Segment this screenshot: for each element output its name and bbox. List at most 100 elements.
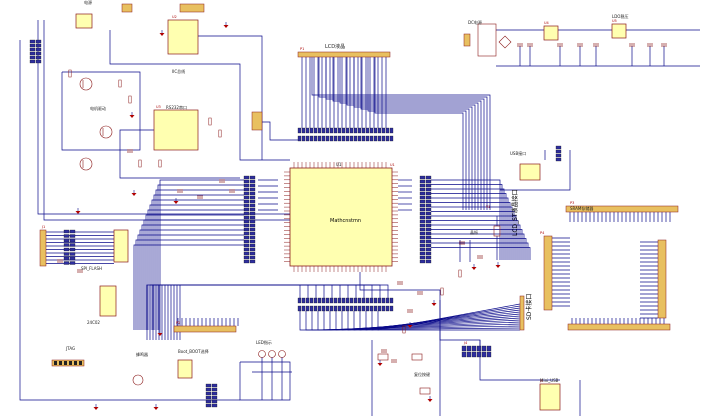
- sd-interface-label: SD卡接口: [525, 294, 533, 320]
- right-bus-route: [431, 206, 513, 260]
- ground-mark: [75, 211, 81, 214]
- pin: [301, 135, 306, 142]
- pin: [349, 127, 354, 134]
- pin: [333, 127, 338, 134]
- pin: [476, 345, 482, 352]
- pin: [389, 135, 394, 142]
- pin: [461, 351, 467, 358]
- pin: [29, 47, 36, 52]
- bottom-switch-b: [211, 383, 218, 408]
- bridge-rectifier: [498, 35, 512, 49]
- pin: [249, 187, 256, 192]
- push-button: [419, 387, 431, 395]
- left-bus-route: [159, 179, 244, 330]
- pin: [243, 199, 250, 204]
- ref-j5: J5: [539, 379, 543, 383]
- pin: [333, 135, 338, 142]
- eeprom-label: 24C02: [87, 320, 100, 325]
- right-bus-route: [431, 197, 509, 260]
- pin: [419, 203, 426, 208]
- pin: [69, 238, 76, 243]
- pin: [425, 191, 432, 196]
- mcu-name: Mathcnstmn: [330, 218, 361, 224]
- pin: [205, 387, 212, 392]
- pin: [325, 297, 330, 304]
- pin: [243, 207, 250, 212]
- pin: [243, 251, 250, 256]
- sd-route: [311, 311, 521, 331]
- right-bus-route: [431, 202, 511, 260]
- bottom-switch-a: [205, 383, 212, 408]
- pin: [305, 135, 310, 142]
- pin: [419, 219, 426, 224]
- right-bus-route: [431, 247, 531, 260]
- capacitor: [77, 269, 83, 273]
- pin: [249, 231, 256, 236]
- sd-route: [353, 311, 521, 331]
- pin: [365, 297, 370, 304]
- pin: [385, 297, 390, 304]
- resistor: [128, 95, 132, 104]
- pin: [317, 135, 322, 142]
- lcd-route: [367, 57, 467, 210]
- pin: [249, 215, 256, 220]
- iic-chip: [167, 19, 199, 55]
- ldo-label: LDO稳压: [612, 13, 628, 19]
- pin: [466, 351, 472, 358]
- resistor: [158, 159, 162, 168]
- eeprom-chip: [99, 285, 117, 317]
- boot-switch: [177, 359, 193, 379]
- pin: [419, 251, 426, 256]
- pin: [309, 135, 314, 142]
- ground-mark: [407, 325, 413, 328]
- capacitor: [229, 189, 235, 193]
- sd-route: [365, 307, 521, 331]
- ground-symbol: [129, 112, 135, 118]
- pin: [205, 391, 212, 396]
- pin: [425, 211, 432, 216]
- pin: [313, 297, 318, 304]
- pin: [243, 187, 250, 192]
- pin: [249, 259, 256, 264]
- spi-flash-chip: [113, 229, 129, 263]
- bottom-mid-header-b: [461, 351, 492, 358]
- ground-symbol: [159, 30, 165, 36]
- bottom-bus-header-b: [297, 305, 394, 312]
- pin: [249, 223, 256, 228]
- pin: [419, 223, 426, 228]
- ground-mark: [427, 399, 433, 402]
- pin: [419, 235, 426, 240]
- pin: [243, 247, 250, 252]
- left-top-header-b: [35, 39, 42, 64]
- pin: [249, 235, 256, 240]
- right-bus-route: [431, 215, 517, 260]
- resistor: [138, 159, 142, 168]
- pin: [361, 127, 366, 134]
- mcu-chip[interactable]: U1 Mathcnstmn: [289, 162, 393, 267]
- pin: [419, 195, 426, 200]
- pin: [357, 305, 362, 312]
- pin: [349, 135, 354, 142]
- pin: [425, 251, 432, 256]
- pin: [425, 195, 432, 200]
- pin: [63, 243, 70, 247]
- pin: [353, 305, 358, 312]
- power-label: 电源: [84, 0, 92, 5]
- lcd-fpc-connector: [543, 235, 553, 311]
- capacitor: [197, 195, 203, 199]
- capacitor: [557, 43, 563, 47]
- ref-p4: P4: [540, 231, 545, 235]
- pin: [419, 239, 426, 244]
- pin: [425, 227, 432, 232]
- ground-mark: [173, 201, 179, 204]
- right-bus-header-b: [425, 175, 432, 264]
- pin: [329, 135, 334, 142]
- pin: [211, 391, 218, 396]
- pin: [425, 223, 432, 228]
- mcu-to-usb-route: [359, 272, 560, 381]
- pin: [243, 239, 250, 244]
- capacitor: [127, 149, 133, 153]
- left-outer-wire: [37, 20, 290, 215]
- pin: [321, 297, 326, 304]
